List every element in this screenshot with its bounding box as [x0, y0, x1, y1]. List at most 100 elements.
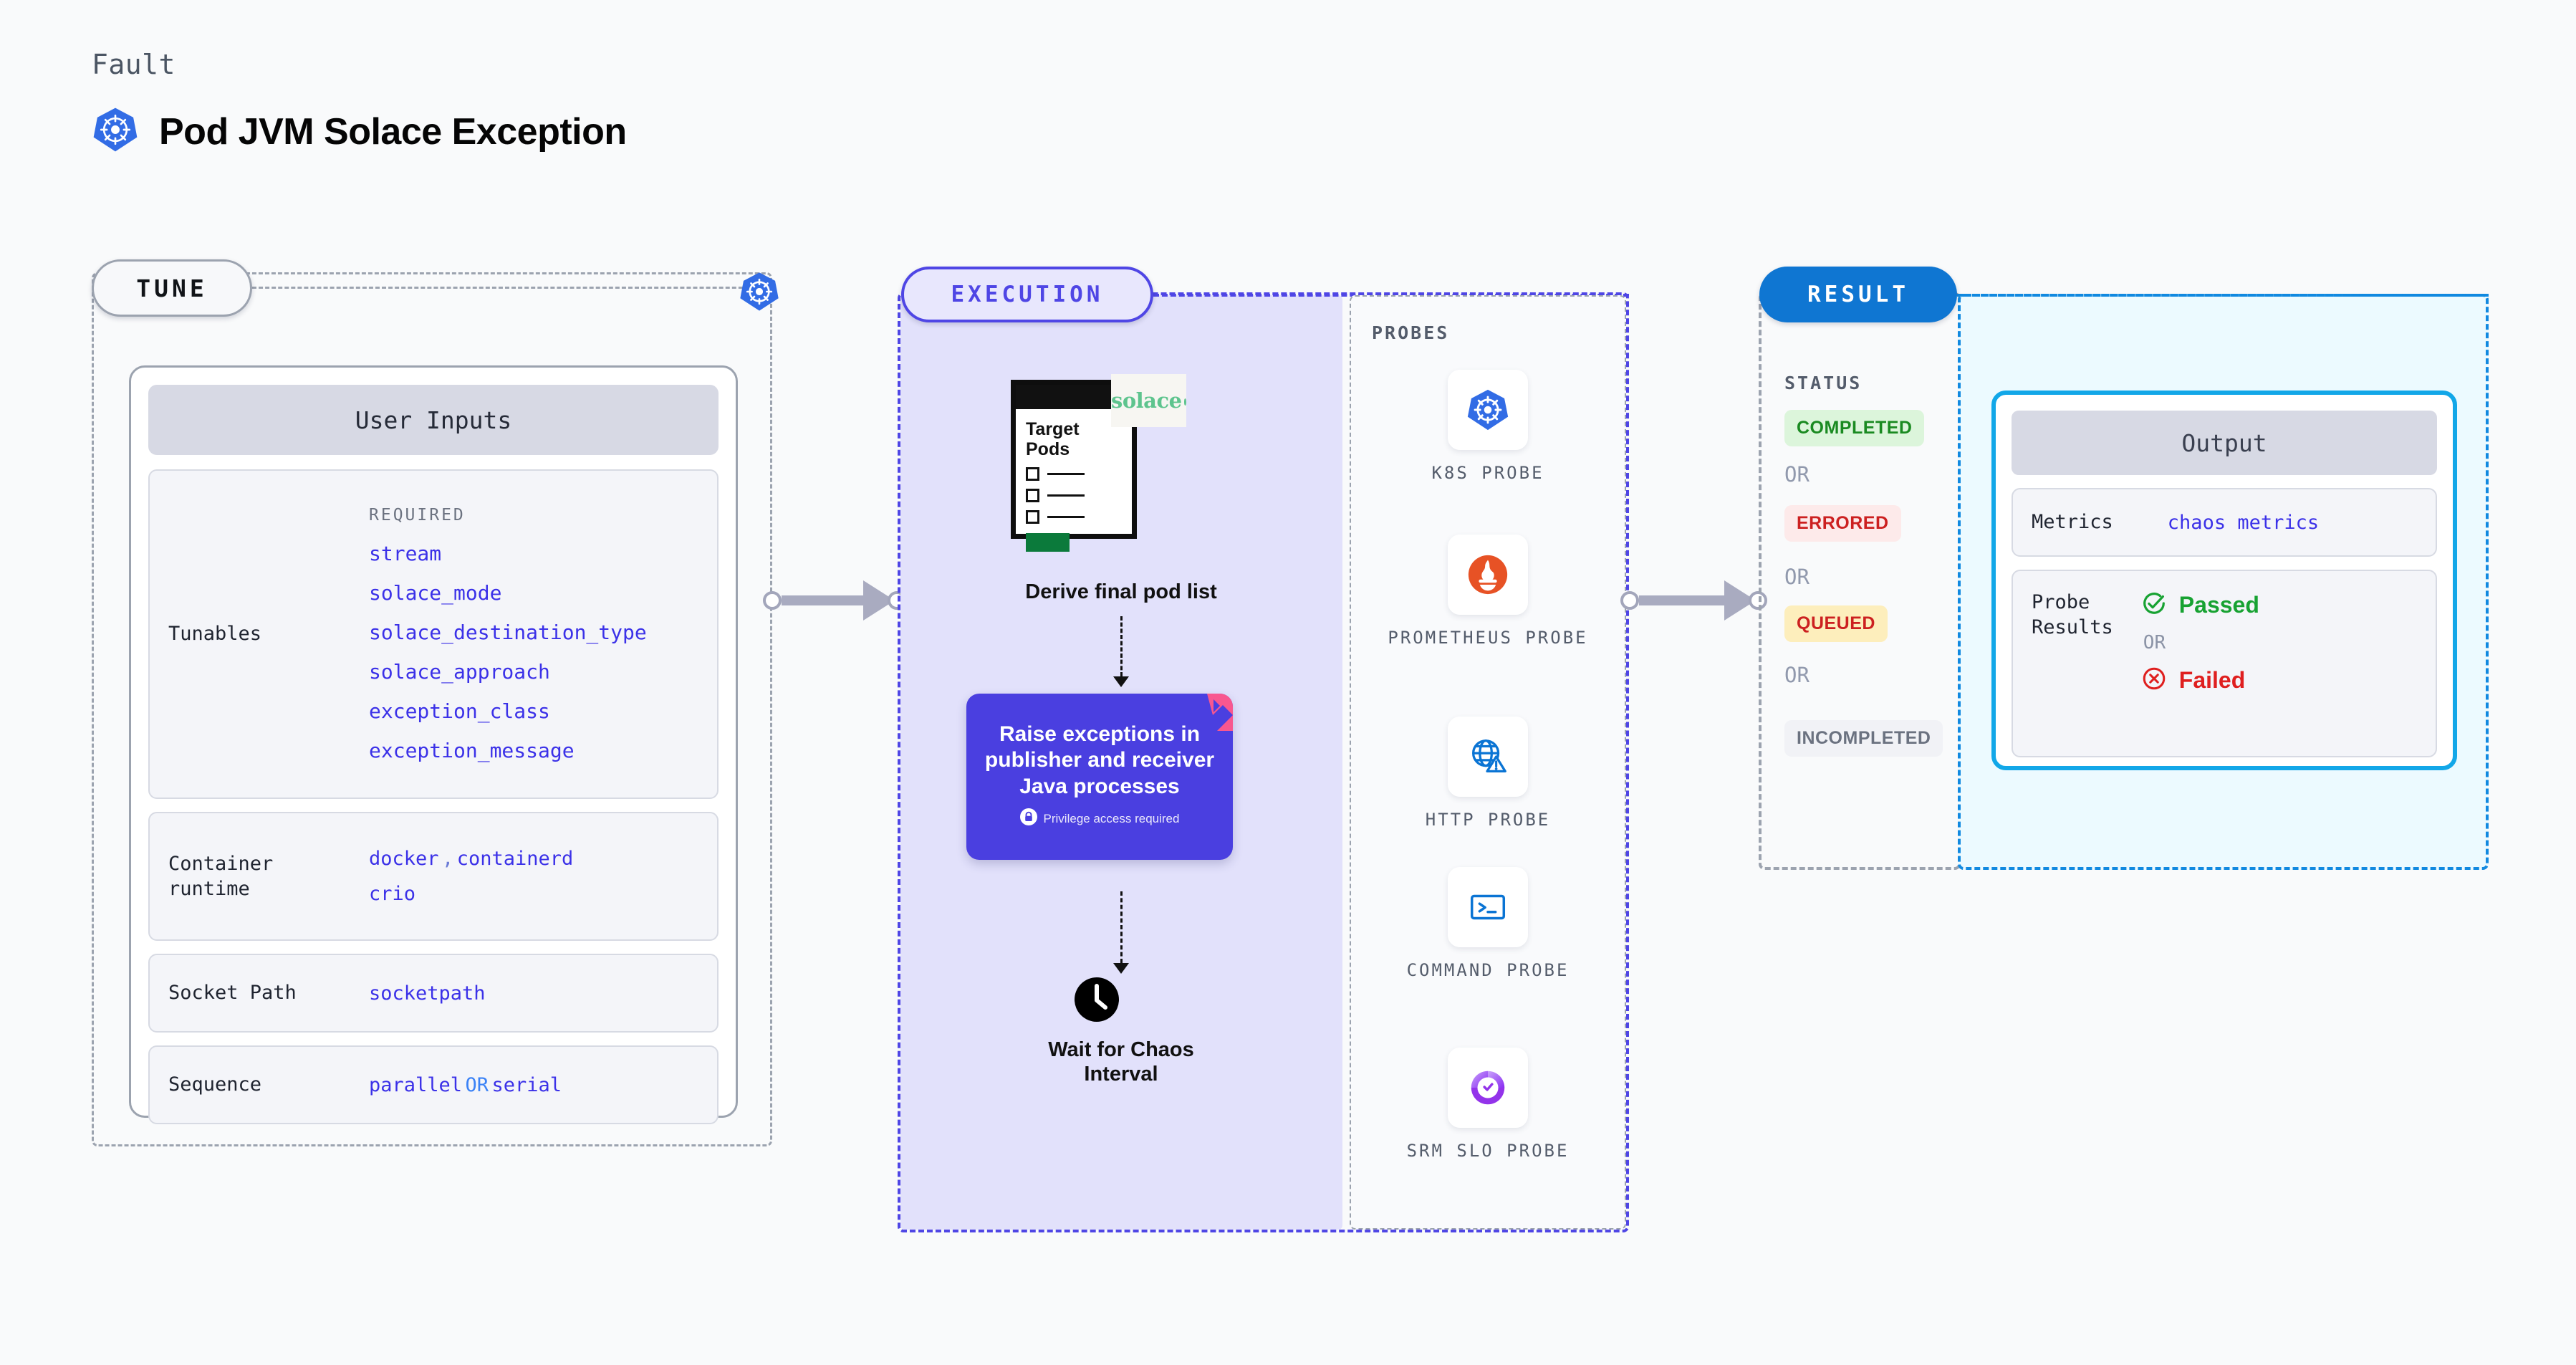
user-inputs-header: User Inputs: [148, 385, 719, 455]
arrow-start-dot: [763, 591, 782, 610]
probe-label: COMMAND PROBE: [1406, 960, 1570, 980]
kubernetes-icon: [92, 106, 139, 157]
tunable-item[interactable]: solace_destination_type: [369, 621, 647, 644]
tunable-item[interactable]: stream: [369, 542, 442, 565]
required-label: REQUIRED: [369, 506, 466, 525]
container-runtime-row: Container runtime docker , containerd cr…: [148, 812, 719, 941]
privilege-note: Privilege access required: [1019, 808, 1180, 829]
tunable-item[interactable]: solace_approach: [369, 660, 550, 684]
probe-results-label-line1: Probe: [2032, 591, 2090, 613]
target-pods-title-line2: Pods: [1026, 439, 1070, 459]
probe-label: K8S PROBE: [1431, 463, 1544, 483]
status-badge-incompleted: INCOMPLETED: [1784, 720, 1943, 757]
socket-path-value-wrap: socketpath: [369, 982, 698, 1005]
sequence-values: parallel OR serial: [369, 1074, 698, 1096]
socket-path-value[interactable]: socketpath: [369, 982, 486, 1005]
status-badge-completed: COMPLETED: [1784, 410, 1925, 446]
tunable-item[interactable]: solace_mode: [369, 581, 502, 605]
list-dash: [1047, 494, 1085, 497]
arrow-end-dot: [1749, 591, 1767, 610]
output-header: Output: [2012, 411, 2437, 475]
fault-kicker: Fault: [92, 49, 176, 80]
sequence-or: OR: [465, 1073, 489, 1096]
tunable-item[interactable]: exception_class: [369, 699, 550, 723]
metrics-label: Metrics: [2032, 511, 2113, 534]
derive-pod-list-caption: Derive final pod list: [1025, 580, 1217, 603]
probe-command[interactable]: COMMAND PROBE: [1350, 867, 1626, 982]
status-or: OR: [1784, 565, 1810, 589]
probe-prometheus[interactable]: PROMETHEUS PROBE: [1350, 535, 1626, 649]
probe-srm-slo[interactable]: SRM SLO PROBE: [1350, 1048, 1626, 1162]
http-globe-icon: [1448, 717, 1528, 797]
pod-list-item: [1026, 510, 1125, 524]
tunable-item[interactable]: exception_message: [369, 739, 575, 762]
arrow-execution-to-result: [1620, 580, 1767, 621]
sequence-value-parallel[interactable]: parallel: [369, 1073, 463, 1096]
tunables-row: Tunables REQUIRED stream solace_mode sol…: [148, 469, 719, 799]
action-text: Raise exceptions in publisher and receiv…: [984, 722, 1215, 798]
execution-pill-label: EXECUTION: [901, 267, 1153, 322]
list-dash: [1047, 516, 1085, 518]
target-pods-graphic: Target Pods solace: [1011, 374, 1186, 552]
kubernetes-icon: [739, 271, 780, 316]
probe-label: SRM SLO PROBE: [1406, 1141, 1570, 1161]
tunables-values: REQUIRED stream solace_mode solace_desti…: [369, 506, 698, 762]
metrics-row: Metrics chaos metrics: [2012, 488, 2437, 557]
srm-slo-icon: [1448, 1048, 1528, 1128]
check-circle-icon: [2140, 590, 2168, 621]
probe-results-or: OR: [2143, 632, 2166, 653]
solace-wordmark: solace: [1111, 388, 1182, 413]
runtime-value-docker[interactable]: docker: [369, 848, 439, 870]
socket-path-label: Socket Path: [168, 982, 297, 1005]
solace-logo: solace: [1111, 374, 1186, 427]
probe-results-row: Probe Results Passed OR: [2012, 570, 2437, 757]
raise-exceptions-action[interactable]: Raise exceptions in publisher and receiv…: [966, 694, 1233, 860]
solace-dot-icon: [1183, 398, 1186, 406]
tune-column: [92, 272, 772, 1146]
status-or: OR: [1784, 663, 1810, 687]
prometheus-icon: [1448, 535, 1528, 615]
flow-connector-1: [1120, 616, 1123, 676]
socket-path-row: Socket Path socketpath: [148, 954, 719, 1033]
wait-chaos-interval-label: Wait for Chaos Interval: [953, 1038, 1289, 1086]
passed-label: Passed: [2178, 592, 2259, 618]
output-card: Output Metrics chaos metrics Probe Resul…: [1991, 391, 2457, 770]
flow-arrowhead-2: [1113, 963, 1129, 974]
sequence-value-serial[interactable]: serial: [491, 1073, 562, 1096]
privilege-text: Privilege access required: [1043, 811, 1180, 825]
runtime-value-crio[interactable]: crio: [369, 883, 416, 905]
result-dashed-connector: [1957, 294, 2489, 297]
list-dash: [1047, 473, 1085, 475]
container-runtime-values: docker , containerd crio: [369, 848, 698, 905]
litmus-icon: [1191, 694, 1233, 731]
pod-list-item: [1026, 489, 1125, 502]
arrow-tune-to-execution: [763, 580, 906, 621]
checkbox-icon: [1026, 510, 1039, 524]
sequence-label: Sequence: [168, 1073, 262, 1096]
pod-list-item: [1026, 467, 1125, 481]
tunables-label: Tunables: [168, 623, 262, 646]
metrics-value[interactable]: chaos metrics: [2167, 511, 2320, 534]
probe-k8s[interactable]: K8S PROBE: [1350, 370, 1626, 484]
arrow-shaft: [782, 595, 865, 605]
flow-connector-2: [1120, 891, 1123, 963]
page-title: Pod JVM Solace Exception: [159, 110, 627, 153]
flow-arrowhead-1: [1113, 676, 1129, 687]
terminal-icon: [1448, 867, 1528, 947]
page-header: Fault Pod JVM Solace Exception: [92, 49, 627, 157]
probe-results-values: Passed OR Failed: [2140, 590, 2259, 696]
container-runtime-label: Container runtime: [168, 852, 274, 900]
status-badge-queued: QUEUED: [1784, 605, 1888, 642]
wait-label-line1: Wait for Chaos: [1048, 1038, 1194, 1061]
target-pods-body: Target Pods: [1026, 419, 1125, 552]
progress-bar: [1026, 533, 1070, 552]
status-title: STATUS: [1784, 373, 1863, 393]
probes-title: PROBES: [1372, 322, 1450, 343]
probe-result-failed: Failed: [2140, 665, 2259, 696]
runtime-value-containerd[interactable]: containerd: [456, 848, 574, 870]
probe-label: PROMETHEUS PROBE: [1388, 628, 1588, 648]
checkbox-icon: [1026, 489, 1039, 502]
checkbox-icon: [1026, 467, 1039, 481]
probe-http[interactable]: HTTP PROBE: [1350, 717, 1626, 831]
probe-label: HTTP PROBE: [1425, 810, 1551, 830]
